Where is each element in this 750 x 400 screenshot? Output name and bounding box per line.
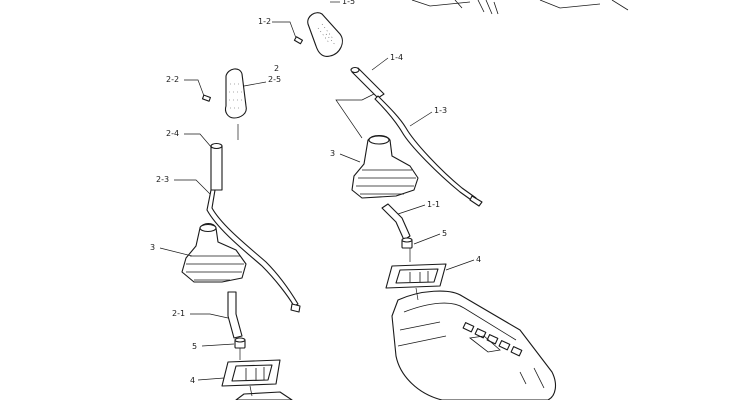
bushing-5-left [234, 337, 246, 349]
bezel-4-right [385, 263, 447, 289]
callout-1-4: 1-4 [390, 53, 403, 62]
callout-1-5: 1-5 [342, 0, 355, 6]
shift-boot-3-left [181, 222, 247, 283]
shaft-sleeve-2-4 [210, 142, 223, 191]
shift-boot-3-right [351, 134, 419, 199]
callout-4-right: 4 [476, 255, 481, 264]
callout-2: 2 [274, 64, 279, 73]
tube-1-1 [381, 203, 411, 241]
callout-2-1: 2-1 [172, 309, 185, 318]
screw-2-2 [201, 94, 211, 102]
screw-1-2 [293, 36, 304, 45]
center-console-left [235, 391, 293, 400]
shift-knob-2-5 [224, 68, 247, 119]
callout-2-2: 2-2 [166, 75, 179, 84]
lever-2-3-tip [290, 303, 301, 313]
callout-3-right: 3 [330, 149, 335, 158]
callout-1-1: 1-1 [427, 200, 440, 209]
callout-1-2: 1-2 [258, 17, 271, 26]
bezel-4-left [221, 359, 281, 387]
callout-3-left: 3 [150, 243, 155, 252]
callout-2-5: 2-5 [268, 75, 281, 84]
callout-2-3: 2-3 [156, 175, 169, 184]
knob-1-5-texture [317, 23, 337, 47]
tube-2-1 [227, 291, 243, 339]
center-console-right [391, 290, 557, 400]
callout-labels: 1-5 1-2 1-4 1-3 3 1-1 5 4 2-2 2 2-5 2-4 … [150, 0, 481, 385]
shift-lever-2-3 [206, 189, 299, 307]
right-assembly [272, 0, 629, 400]
sleeve-1-4-end [350, 66, 360, 74]
callout-1-3: 1-3 [434, 106, 447, 115]
lever-1-3-tip [469, 195, 483, 207]
left-assembly [159, 68, 301, 400]
knob-2-5-texture [229, 83, 243, 109]
shift-knob-1-5 [307, 12, 343, 57]
bushing-5-right [401, 237, 413, 249]
callout-4-left: 4 [190, 376, 195, 385]
upper-console-partial [411, 0, 629, 15]
left-leader-lines [159, 79, 267, 397]
right-leader-lines [272, 1, 475, 301]
callout-5-left: 5 [192, 342, 197, 351]
callout-2-4: 2-4 [166, 129, 179, 138]
console-switch-row [462, 322, 523, 357]
callout-5-right: 5 [442, 229, 447, 238]
